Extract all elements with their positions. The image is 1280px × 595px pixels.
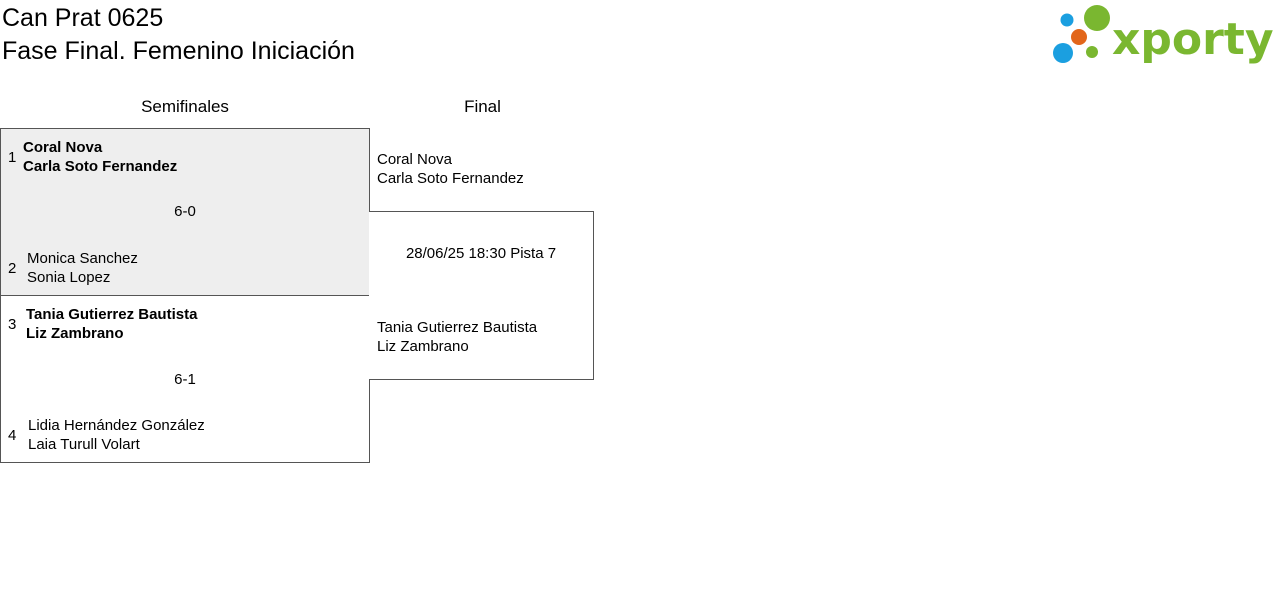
final-team-top: Coral Nova Carla Soto Fernandez <box>377 150 524 188</box>
match-score: 6-0 <box>174 203 196 220</box>
player-name: Sonia Lopez <box>27 269 111 286</box>
team-1-winner: Coral Nova Carla Soto Fernandez <box>23 138 177 176</box>
player-name: Coral Nova <box>23 139 103 156</box>
seed-number: 2 <box>8 260 17 277</box>
player-name: Carla Soto Fernandez <box>377 170 524 187</box>
player-name: Coral Nova <box>377 151 453 168</box>
player-name: Monica Sanchez <box>27 250 138 267</box>
player-name: Laia Turull Volart <box>28 436 140 453</box>
round-header-semifinals: Semifinales <box>141 97 229 116</box>
xporty-logo: xporty <box>1050 2 1278 68</box>
final-team-bottom: Tania Gutierrez Bautista Liz Zambrano <box>377 318 537 356</box>
match-score: 6-1 <box>174 371 196 388</box>
final-schedule: 28/06/25 18:30 Pista 7 <box>405 245 557 262</box>
team-3-winner: Tania Gutierrez Bautista Liz Zambrano <box>26 305 197 343</box>
final-match[interactable]: 28/06/25 18:30 Pista 7 Tania Gutierrez B… <box>369 211 594 380</box>
player-name: Tania Gutierrez Bautista <box>377 319 538 336</box>
round-header-final: Final <box>464 97 501 116</box>
player-name: Tania Gutierrez Bautista <box>26 306 198 323</box>
player-name: Carla Soto Fernandez <box>23 158 178 175</box>
page-header: Can Prat 0625 Fase Final. Femenino Inici… <box>2 2 355 68</box>
team-2: Monica Sanchez Sonia Lopez <box>27 249 138 287</box>
player-name: Liz Zambrano <box>377 338 469 355</box>
xporty-logo-icon: xporty <box>1053 5 1274 65</box>
seed-number: 3 <box>8 316 17 333</box>
page-title: Can Prat 0625 <box>2 4 164 32</box>
seed-number: 1 <box>8 149 17 166</box>
player-name: Liz Zambrano <box>26 325 124 342</box>
semifinal-match-2[interactable]: 3 Tania Gutierrez Bautista Liz Zambrano … <box>0 295 370 463</box>
semifinal-match-1[interactable]: 1 Coral Nova Carla Soto Fernandez 6-0 2 … <box>0 128 370 296</box>
player-name: Lidia Hernández González <box>28 417 205 434</box>
team-4: Lidia Hernández González Laia Turull Vol… <box>28 416 205 454</box>
page-subtitle: Fase Final. Femenino Iniciación <box>2 37 355 65</box>
seed-number: 4 <box>8 427 17 444</box>
svg-text:xporty: xporty <box>1112 14 1274 65</box>
